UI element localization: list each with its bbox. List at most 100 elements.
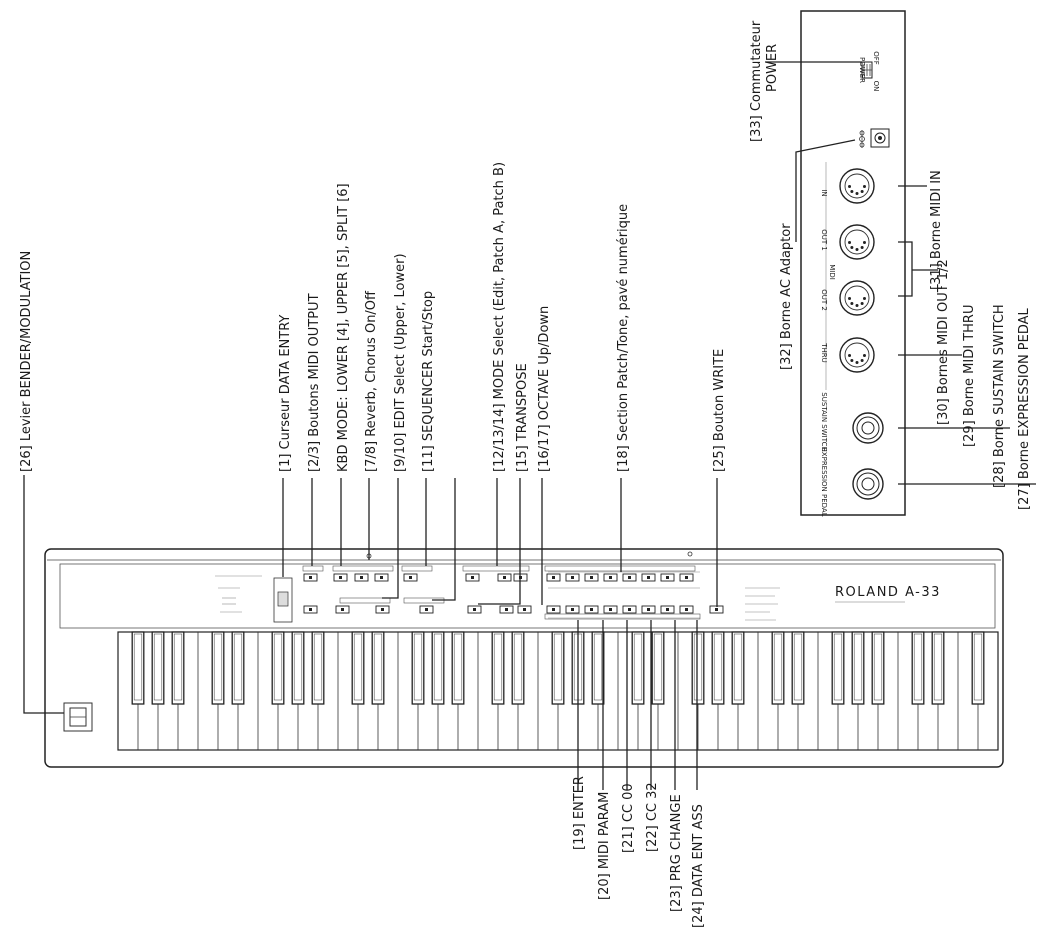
black-key-inner (233, 633, 243, 701)
callout-4-6: KBD MODE: LOWER [4], UPPER [5], SPLIT [6… (336, 183, 351, 472)
callout-32: [32] Borne AC Adaptor (779, 223, 794, 370)
frame-effects (339, 597, 391, 604)
black-key (911, 631, 925, 705)
black-key-inner (793, 633, 803, 701)
frame-kbd-mode (332, 565, 394, 572)
midi-thru-port-pin (848, 354, 852, 358)
expression-jack (852, 468, 884, 500)
black-key-inner (633, 633, 643, 701)
sustain-jack-ring (856, 416, 880, 440)
midi-in-port-pin (862, 185, 866, 189)
leader-lines (23, 61, 1036, 790)
callout-12-14: [12/13/14] MODE Select (Edit, Patch A, P… (492, 162, 507, 472)
black-key-inner (173, 633, 183, 701)
off-label: OFF (872, 51, 880, 65)
patch-button-lower-led (628, 608, 631, 611)
black-key (151, 631, 165, 705)
black-key-inner (353, 633, 363, 701)
sustain-label: SUSTAIN SWITCH (820, 392, 828, 452)
patch-button-upper-led (571, 576, 574, 579)
black-key (631, 631, 645, 705)
panel-buttons (302, 565, 724, 620)
keyboard-keys (117, 631, 999, 751)
patch-button-lower-led (571, 608, 574, 611)
black-key (431, 631, 445, 705)
callout-18: [18] Section Patch/Tone, pavé numérique (616, 204, 631, 472)
callout-20: [20] MIDI PARAM (597, 792, 612, 900)
black-key (851, 631, 865, 705)
panel-button-upper-led (309, 576, 312, 579)
panel-button-lower-led (523, 608, 526, 611)
midi-in-port-inner (844, 173, 870, 199)
black-key-inner (593, 633, 603, 701)
midi-thru-port-pin (862, 354, 866, 358)
midi-out1-port-pin (848, 241, 852, 245)
keyboard: ROLAND A-33 (44, 548, 1004, 768)
patch-button-upper-led (647, 576, 650, 579)
callouts-rear: [33] Commutateur POWER [32] Borne AC Ada… (749, 20, 1032, 510)
callout-22: [22] CC 32 (645, 782, 660, 852)
rear-jacks (839, 168, 884, 500)
midi-in-port-pin (860, 189, 864, 193)
black-key (211, 631, 225, 705)
black-key (231, 631, 245, 705)
callout-25: [25] Bouton WRITE (712, 349, 727, 472)
black-key (971, 631, 985, 705)
midi-out1-port-pin (850, 245, 854, 249)
black-key (711, 631, 725, 705)
midi-out2-port-pin (850, 301, 854, 305)
black-key-inner (313, 633, 323, 701)
midi-out2-label: OUT 2 (820, 289, 828, 311)
leader-7-8-b (382, 478, 399, 599)
black-key (551, 631, 565, 705)
black-key (311, 631, 325, 705)
frame-patch (544, 565, 696, 572)
black-key-inner (713, 633, 723, 701)
black-key (451, 631, 465, 705)
patch-button-upper-led (590, 576, 593, 579)
black-key-inner (553, 633, 563, 701)
black-key (651, 631, 665, 705)
midi-out1-port-pin (860, 245, 864, 249)
midi-out2-port-inner (844, 285, 870, 311)
black-key-inner (653, 633, 663, 701)
panel-button-upper-led (503, 576, 506, 579)
midi-out2-port-pin (848, 297, 852, 301)
leader-11 (432, 478, 456, 601)
callout-24: [24] DATA ENT ASS (691, 804, 706, 928)
black-key (591, 631, 605, 705)
callout-15: [15] TRANSPOSE (515, 363, 530, 472)
black-key-inner (273, 633, 283, 701)
callout-9-10: [9/10] EDIT Select (Upper, Lower) (393, 253, 408, 472)
callout-27: [27] Borne EXPRESSION PEDAL (1017, 307, 1032, 510)
black-key (931, 631, 945, 705)
black-key-inner (973, 633, 983, 701)
on-label: ON (872, 81, 880, 92)
black-key (771, 631, 785, 705)
frame-midi-output (302, 565, 324, 572)
black-key-inner (413, 633, 423, 701)
midi-out2-port-pin (855, 304, 859, 307)
rear-panel-frame (800, 10, 906, 516)
black-key (411, 631, 425, 705)
callout-31: [31] Borne MIDI IN (929, 170, 944, 290)
leader-32 (795, 139, 856, 242)
black-key (871, 631, 885, 705)
callout-28: [28] Borne SUSTAIN SWITCH (992, 304, 1007, 488)
sustain-jack (852, 412, 884, 444)
callout-21: [21] CC 00 (621, 783, 636, 853)
black-key-inner (453, 633, 463, 701)
midi-in-port-pin (855, 192, 859, 195)
callouts-top: [26] Levier BENDER/MODULATION [1] Curseu… (19, 162, 727, 472)
led-patch (687, 551, 693, 557)
black-key-inner (733, 633, 743, 701)
black-key-inner (213, 633, 223, 701)
midi-out1-label: OUT 1 (820, 229, 828, 251)
black-key-inner (773, 633, 783, 701)
callout-29: [29] Borne MIDI THRU (962, 305, 977, 447)
patch-button-upper-led (609, 576, 612, 579)
callout-16-17: [16/17] OCTAVE Up/Down (537, 306, 552, 472)
black-key (791, 631, 805, 705)
black-key-inner (293, 633, 303, 701)
